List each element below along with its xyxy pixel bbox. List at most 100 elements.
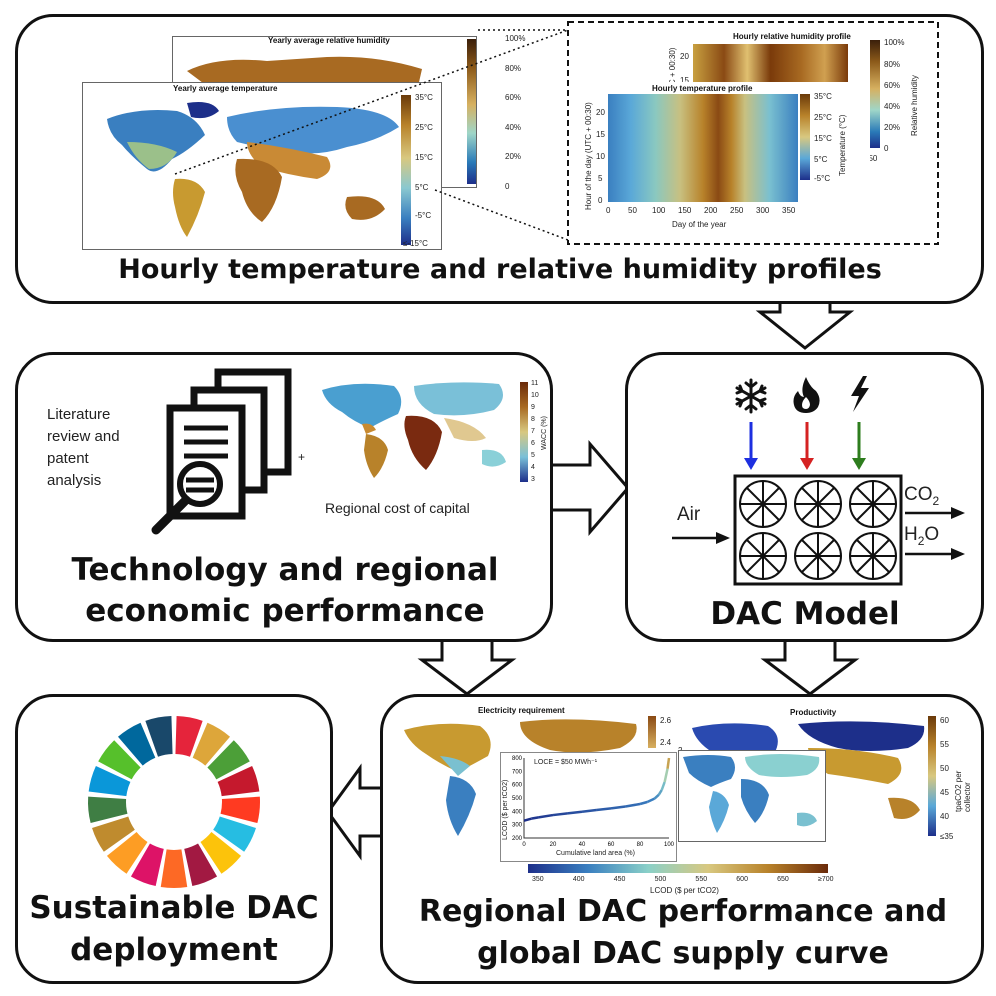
- rh-tick-4: 20%: [505, 152, 522, 161]
- temp-heatmap-title: Hourly temperature profile: [652, 84, 753, 93]
- temp-map-colorbar: [401, 95, 411, 245]
- supply-curve-segment: [531, 816, 539, 820]
- literature-text: Literature review and patent analysis: [47, 404, 120, 492]
- supply-curve-segment: [538, 813, 554, 819]
- rh-heat-cbar-5: 0: [884, 144, 889, 153]
- sdg-title-1: Sustainable DAC: [29, 890, 319, 926]
- rh-tick-1: 80%: [505, 64, 522, 73]
- wacc-caption: Regional cost of capital: [325, 500, 470, 516]
- wacc-tick-2: 9: [531, 404, 535, 411]
- wacc-tick-8: 3: [531, 476, 535, 483]
- supply-ytick: 300: [512, 823, 523, 829]
- supply-curve-segment: [646, 797, 656, 804]
- sdg-segment: [160, 849, 188, 888]
- supply-annotation: LOCE = $50 MWh⁻¹: [534, 759, 598, 766]
- supply-xtick: 20: [550, 842, 557, 848]
- wacc-tick-6: 5: [531, 452, 535, 459]
- snowflake-icon: [735, 378, 767, 414]
- air-arrow: [672, 532, 730, 544]
- wacc-axis-label: WACC (%): [541, 416, 548, 450]
- prod-tick-4: 40: [940, 812, 949, 821]
- sdg-segment: [175, 716, 203, 757]
- sdg-segment: [213, 816, 256, 852]
- h2o-tail: O: [924, 524, 940, 545]
- temp-tick-0: 35°C: [415, 93, 433, 102]
- flame-icon: [793, 377, 820, 413]
- supply-xtick: 0: [522, 842, 526, 848]
- elec-map-title: Electricity requirement: [478, 706, 565, 715]
- co2-sub: 2: [932, 493, 940, 508]
- supply-ytick: 400: [512, 809, 523, 815]
- temp-heat-ytick-3: 5: [598, 174, 603, 183]
- rh-heat-cbar-0: 100%: [884, 38, 905, 47]
- lcod-cbar-tick: 500: [654, 876, 667, 883]
- regional-title-2: global DAC supply curve: [477, 936, 889, 971]
- lcod-cbar-tick: 450: [613, 876, 626, 883]
- supply-curve-segment: [660, 781, 666, 791]
- temp-heat-cbar-3: 5°C: [814, 155, 828, 164]
- supply-ytick: 800: [512, 756, 523, 762]
- temp-heat-ytick-4: 0: [598, 196, 603, 205]
- temp-heat-xtick-7: 350: [782, 206, 796, 215]
- h2o-sub: 2: [917, 533, 925, 548]
- temp-heat-xtick-0: 0: [606, 206, 611, 215]
- prod-tick-2: 50: [940, 764, 949, 773]
- sdg-segment: [98, 740, 141, 780]
- lcod-colorbar: [528, 864, 828, 873]
- sdg-segment: [88, 796, 128, 824]
- temp-heat-xtick-2: 100: [652, 206, 666, 215]
- supply-curve-segment: [552, 812, 568, 817]
- wacc-tick-7: 4: [531, 464, 535, 471]
- wacc-colorbar: [520, 382, 528, 482]
- temp-heatmap: [608, 94, 798, 202]
- elec-colorbar: [648, 716, 656, 748]
- rh-tick-5: 0: [505, 182, 510, 191]
- lcod-cbar-tick: 550: [695, 876, 708, 883]
- supply-curve-segment: [596, 807, 612, 812]
- supply-ytick: 600: [512, 783, 523, 789]
- temp-tick-2: 15°C: [415, 153, 433, 162]
- document-search-icon: [151, 368, 292, 535]
- rh-map-title: Yearly average relative humidity: [268, 36, 390, 45]
- sdg-panel: [15, 694, 333, 984]
- temp-heat-xtick-5: 250: [730, 206, 744, 215]
- prod-tick-3: 45: [940, 788, 949, 797]
- sdg-wheel-icon: [88, 716, 260, 888]
- rh-heat-xtick-1: 350: [864, 154, 878, 163]
- rh-heat-ytick-1: 15: [680, 76, 689, 85]
- sdg-title-2: deployment: [70, 932, 278, 968]
- lcod-cbar-tick: 650: [777, 876, 789, 883]
- co2-arrow: [905, 507, 965, 519]
- supply-curve-segment: [657, 789, 663, 796]
- temp-tick-1: 25°C: [415, 123, 433, 132]
- supply-curve-segment: [567, 810, 583, 815]
- lcod-map-figure: [678, 750, 826, 842]
- supply-curve-figure: [500, 752, 677, 862]
- co2-main: CO: [904, 484, 933, 505]
- lcod-cbar-label: LCOD ($ per tCO2): [650, 886, 719, 895]
- prod-map-land: [692, 721, 925, 819]
- lcod-cbar-tick: 350: [532, 876, 544, 883]
- rh-heat-cbar-3: 40%: [884, 102, 901, 111]
- sdg-segment: [130, 843, 164, 887]
- supply-curve-segment: [666, 757, 671, 769]
- prod-colorbar: [928, 716, 936, 836]
- air-label: Air: [677, 504, 701, 525]
- rh-tick-0: 100%: [505, 34, 526, 43]
- top-panel-title: Hourly temperature and relative humidity…: [118, 254, 882, 285]
- literature-line-2: review and: [47, 428, 120, 445]
- rh-map-colorbar: [467, 39, 476, 184]
- temp-heat-colorbar: [800, 94, 810, 180]
- wacc-tick-1: 10: [531, 392, 539, 399]
- prod-map-title: Productivity: [790, 708, 837, 717]
- supply-xtick: 40: [579, 842, 586, 848]
- lcod-cbar-tick: ≥700: [818, 876, 834, 883]
- temp-heat-cbar-1: 25°C: [814, 113, 832, 122]
- wacc-map: [314, 378, 544, 488]
- sdg-segment: [184, 843, 218, 887]
- prod-tick-0: 60: [940, 716, 949, 725]
- temp-heat-xtick-6: 300: [756, 206, 770, 215]
- tech-panel-title-1: Technology and regional: [71, 552, 499, 588]
- regional-title-1: Regional DAC performance and: [418, 894, 948, 929]
